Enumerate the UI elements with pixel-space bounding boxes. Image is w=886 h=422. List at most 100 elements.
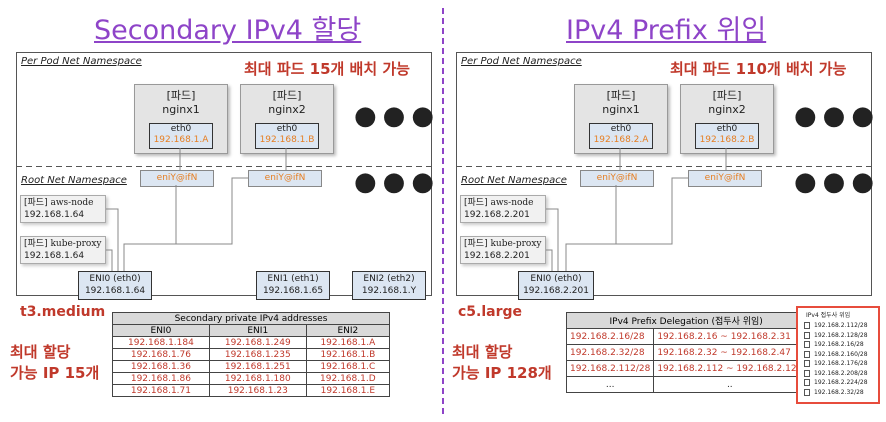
right-pod-nginx2: [파드] nginx2 eth0 192.168.2.B	[680, 84, 774, 154]
right-max-ip: 최대 할당 가능 IP 128개	[452, 342, 552, 384]
pod-tag: [파드]	[166, 89, 196, 102]
table-cell: 192.168.1.E	[305, 384, 391, 397]
connector-line	[123, 185, 177, 271]
document-icon	[804, 369, 810, 377]
pod-name: aws-node	[490, 198, 534, 208]
right-pod2-eth0: eth0 192.168.2.B	[695, 123, 759, 149]
table-cell: ...	[565, 376, 655, 393]
pod-name: nginx1	[162, 103, 200, 116]
prefix-item: 192.168.2.208/28	[798, 369, 878, 379]
table-row: .....	[565, 376, 807, 393]
pod-tag: [파드]	[606, 89, 636, 102]
connector-line	[565, 185, 617, 271]
eni-name: ENI0 (eth0)	[89, 274, 141, 284]
connector-line	[546, 208, 559, 271]
left-pod2-eth0: eth0 192.168.1.B	[255, 123, 319, 149]
left-eni2: ENI2 (eth2) 192.168.1.Y	[352, 271, 426, 300]
eth-label: eth0	[276, 124, 298, 134]
eth-label: eth0	[716, 124, 738, 134]
prefix-item: 192.168.2.16/28	[798, 340, 878, 350]
pod-tag: [파드]	[712, 89, 742, 102]
max-ip-line1: 최대 할당	[10, 343, 71, 361]
pod-ip: 192.168.1.64	[24, 210, 85, 220]
right-prefix-list: IPv4 접두사 위임 192.168.2.112/28 192.168.2.1…	[796, 306, 880, 404]
right-root-label: Root Net Namespace	[461, 175, 567, 186]
prefix-item-label: 192.168.2.32/28	[814, 388, 864, 396]
left-pod-nginx1: [파드] nginx1 eth0 192.168.1.A	[134, 84, 228, 154]
document-icon	[804, 350, 810, 358]
connector-line	[570, 177, 688, 245]
right-eni0: ENI0 (eth0) 192.168.2.201	[518, 271, 594, 300]
right-pod1-eth0: eth0 192.168.2.A	[589, 123, 653, 149]
pod-name: kube-proxy	[50, 239, 102, 249]
right-max-pods: 최대 파드 110개 배치 가능	[670, 60, 847, 78]
left-pod-kube-proxy: [파드] kube-proxy 192.168.1.64	[20, 236, 106, 264]
prefix-item-label: 192.168.2.128/28	[814, 331, 868, 339]
left-root-label: Root Net Namespace	[21, 175, 127, 186]
left-more-pods-ellipsis: ●●●	[354, 101, 441, 131]
eni-ip: 192.168.2.201	[523, 286, 589, 296]
right-pod-nginx1: [파드] nginx1 eth0 192.168.2.A	[574, 84, 668, 154]
pod-name: nginx2	[268, 103, 306, 116]
document-icon	[804, 360, 810, 367]
pod-ip: 192.168.1.64	[24, 251, 85, 261]
document-icon	[804, 322, 810, 329]
document-icon	[804, 341, 810, 348]
right-more-eni-ellipsis: ●●●	[794, 167, 881, 197]
connector-line	[106, 249, 113, 271]
eth-ip: 192.168.1.A	[153, 135, 209, 145]
right-title: IPv4 Prefix 위임	[566, 15, 767, 46]
prefix-item: 192.168.2.32/28	[798, 388, 878, 398]
center-divider	[442, 8, 444, 414]
eth-ip: 192.168.2.A	[593, 135, 649, 145]
pod-tag: [파드]	[464, 198, 488, 208]
pod-ip: 192.168.2.201	[464, 210, 530, 220]
prefix-item: 192.168.2.176/28	[798, 359, 878, 369]
prefix-item-label: 192.168.2.224/28	[814, 379, 868, 386]
left-eni1: ENI1 (eth1) 192.168.1.65	[256, 271, 330, 300]
left-more-eni-ellipsis: ●●●	[354, 167, 441, 197]
left-title: Secondary IPv4 할당	[94, 15, 362, 46]
prefix-item-label: 192.168.2.160/28	[814, 350, 868, 358]
eni-ip: 192.168.1.65	[262, 286, 324, 296]
right-eniy-2: eniY@ifN	[688, 170, 762, 187]
table-title: IPv4 Prefix Delegation (접두사 위임)	[565, 312, 807, 329]
pod-tag: [파드]	[24, 198, 48, 208]
document-icon	[804, 379, 810, 386]
left-pod-nginx2: [파드] nginx2 eth0 192.168.1.B	[240, 84, 334, 154]
connector-line	[128, 177, 248, 245]
eth-label: eth0	[170, 124, 192, 134]
right-more-pods-ellipsis: ●●●	[794, 101, 881, 131]
prefix-item: 192.168.2.128/28	[798, 331, 878, 341]
pod-name: nginx2	[708, 103, 746, 116]
left-max-pods: 최대 파드 15개 배치 가능	[244, 60, 410, 78]
pod-tag: [파드]	[272, 89, 302, 102]
pod-name: kube-proxy	[490, 239, 542, 249]
document-icon	[804, 331, 810, 339]
eni-name: ENI2 (eth2)	[363, 274, 415, 284]
pod-ip: 192.168.2.201	[464, 251, 530, 261]
left-max-ip: 최대 할당 가능 IP 15개	[10, 342, 99, 384]
table-header: ENI0	[112, 324, 210, 337]
eni-name: ENI1 (eth1)	[267, 274, 319, 284]
pod-tag: [파드]	[24, 239, 48, 249]
left-eni0: ENI0 (eth0) 192.168.1.64	[78, 271, 152, 300]
right-eniy-1: eniY@ifN	[580, 170, 654, 187]
left-pod-aws-node: [파드] aws-node 192.168.1.64	[20, 195, 106, 223]
eth-ip: 192.168.1.B	[259, 135, 315, 145]
prefix-item-label: 192.168.2.176/28	[814, 360, 868, 367]
left-per-pod-label: Per Pod Net Namespace	[21, 56, 142, 67]
prefix-item-label: 192.168.2.112/28	[814, 322, 868, 329]
document-icon	[804, 388, 810, 396]
left-eniy-2: eniY@ifN	[248, 170, 322, 187]
pod-name: nginx1	[602, 103, 640, 116]
prefix-item-label: 192.168.2.16/28	[814, 341, 864, 348]
eni-name: ENI0 (eth0)	[530, 274, 582, 284]
prefix-item-label: 192.168.2.208/28	[814, 369, 868, 377]
right-pod-kube-proxy: [파드] kube-proxy 192.168.2.201	[460, 236, 546, 264]
